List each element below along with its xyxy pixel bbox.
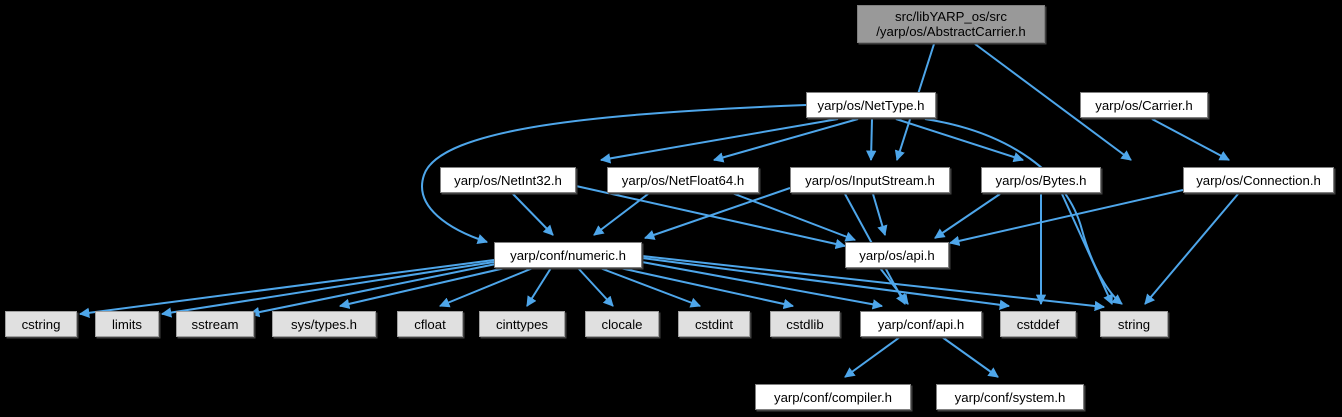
- graph-node-label: yarp/os/Carrier.h: [1095, 97, 1193, 113]
- graph-node-label: limits: [111, 316, 143, 332]
- graph-node-confapi[interactable]: yarp/conf/api.h: [860, 311, 982, 337]
- graph-node-cstddef[interactable]: cstddef: [1000, 311, 1076, 337]
- graph-node-label: clocale: [601, 316, 643, 332]
- graph-node-label: yarp/conf/api.h: [877, 316, 965, 332]
- graph-node-label: sstream: [191, 316, 239, 332]
- graph-node-label: yarp/os/InputStream.h: [805, 172, 935, 188]
- graph-node-netint32[interactable]: yarp/os/NetInt32.h: [440, 167, 576, 193]
- graph-node-label: cstring: [21, 316, 61, 332]
- graph-node-label: yarp/os/NetType.h: [817, 97, 925, 113]
- graph-node-cstdlib[interactable]: cstdlib: [770, 311, 840, 337]
- graph-node-cstdint[interactable]: cstdint: [678, 311, 750, 337]
- graph-node-clocale[interactable]: clocale: [585, 311, 659, 337]
- graph-node-systypes[interactable]: sys/types.h: [272, 311, 376, 337]
- graph-node-label: yarp/conf/compiler.h: [773, 389, 892, 405]
- graph-node-osapi[interactable]: yarp/os/api.h: [845, 242, 949, 268]
- graph-node-carrier[interactable]: yarp/os/Carrier.h: [1080, 92, 1208, 118]
- graph-node-sstream[interactable]: sstream: [176, 311, 254, 337]
- graph-node-connection[interactable]: yarp/os/Connection.h: [1183, 167, 1334, 193]
- graph-node-nettype[interactable]: yarp/os/NetType.h: [806, 92, 936, 118]
- graph-node-numeric[interactable]: yarp/conf/numeric.h: [494, 242, 642, 268]
- graph-node-label: cfloat: [414, 316, 446, 332]
- graph-node-label: yarp/os/NetInt32.h: [454, 172, 562, 188]
- graph-node-label: cstdint: [694, 316, 734, 332]
- graph-node-label: src/libYARP_os/src /yarp/os/AbstractCarr…: [876, 9, 1026, 39]
- graph-node-limits[interactable]: limits: [95, 311, 159, 337]
- graph-node-label: cinttypes: [495, 316, 549, 332]
- graph-node-compiler[interactable]: yarp/conf/compiler.h: [755, 384, 911, 410]
- graph-node-label: yarp/conf/numeric.h: [510, 247, 626, 263]
- graph-node-system[interactable]: yarp/conf/system.h: [936, 384, 1084, 410]
- graph-node-string[interactable]: string: [1100, 311, 1168, 337]
- graph-node-label: yarp/os/Bytes.h: [995, 172, 1087, 188]
- graph-node-netfloat64[interactable]: yarp/os/NetFloat64.h: [607, 167, 759, 193]
- graph-node-cfloat[interactable]: cfloat: [397, 311, 463, 337]
- graph-node-label: cstddef: [1016, 316, 1060, 332]
- graph-node-label: yarp/os/NetFloat64.h: [621, 172, 745, 188]
- graph-node-label: string: [1117, 316, 1151, 332]
- graph-node-label: yarp/conf/system.h: [954, 389, 1066, 405]
- graph-node-cstring[interactable]: cstring: [5, 311, 77, 337]
- graph-node-root[interactable]: src/libYARP_os/src /yarp/os/AbstractCarr…: [857, 5, 1045, 43]
- graph-node-label: yarp/os/Connection.h: [1196, 172, 1321, 188]
- graph-node-inputstream[interactable]: yarp/os/InputStream.h: [790, 167, 950, 193]
- graph-node-label: sys/types.h: [291, 316, 357, 332]
- graph-node-cinttypes[interactable]: cinttypes: [479, 311, 565, 337]
- graph-node-label: cstdlib: [786, 316, 824, 332]
- graph-node-bytes[interactable]: yarp/os/Bytes.h: [981, 167, 1101, 193]
- graph-node-label: yarp/os/api.h: [859, 247, 935, 263]
